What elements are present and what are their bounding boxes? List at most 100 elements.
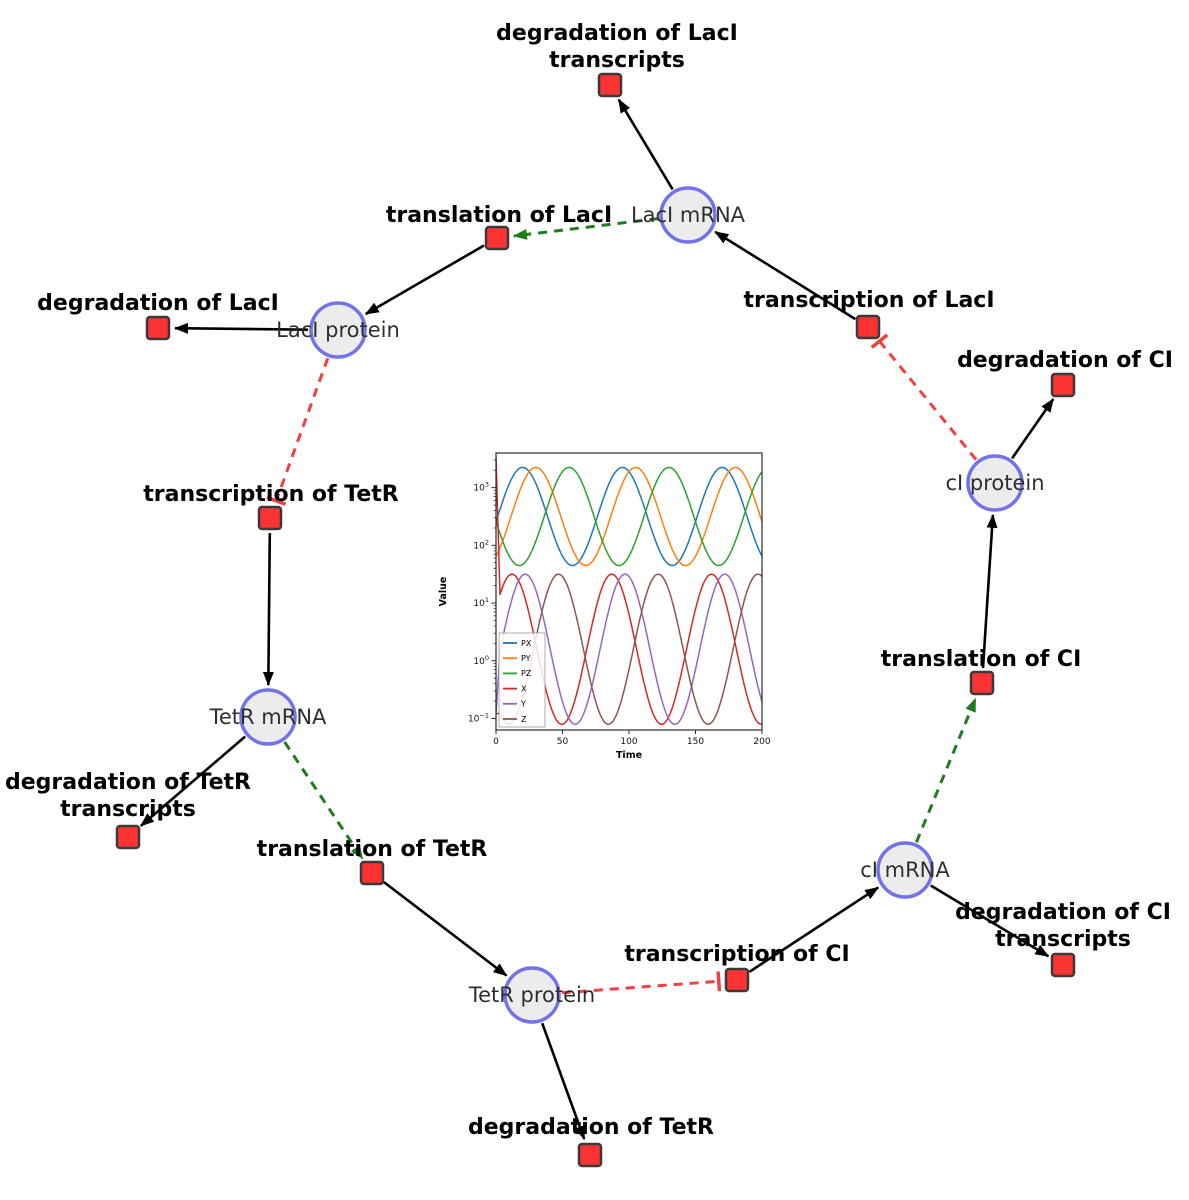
chart-series-PZ — [496, 466, 762, 567]
reaction-label-deg_cI_tx-0: degradation of CI — [955, 900, 1171, 925]
species-node-cI_mRNA[interactable]: cI mRNA — [860, 841, 950, 899]
edge-inhibition-cI_protein-txn_lacI — [870, 333, 978, 461]
edge-substrate-tetR_protein-deg_tetR — [540, 1022, 586, 1140]
edge-modifier-cI_mRNA-transl_cI — [915, 697, 977, 843]
edge-substrate-cI_mRNA-deg_cI_tx — [930, 884, 1050, 958]
reaction-square-transl_tetR[interactable] — [359, 860, 385, 886]
edge-product-transl_cI-cI_protein — [981, 513, 998, 669]
legend-label-PX: PX — [521, 639, 532, 648]
reaction-square-deg_cI_tx[interactable] — [1050, 952, 1076, 978]
reaction-square-deg_tetR[interactable] — [577, 1142, 603, 1168]
reaction-label-deg_cI_tx-1: transcripts — [995, 927, 1131, 952]
reaction-label-deg_tetR_tx-0: degradation of TetR — [5, 770, 251, 795]
reaction-node-deg_tetR[interactable]: degradation of TetR — [468, 1115, 714, 1168]
edge-modifier-tetR_mRNA-transl_tetR — [283, 741, 364, 860]
y-axis-label: Value — [438, 577, 449, 607]
reaction-square-txn_lacI[interactable] — [855, 314, 881, 340]
species-label-cI_mRNA: cI mRNA — [860, 858, 950, 882]
reaction-square-deg_tetR_tx[interactable] — [115, 824, 141, 850]
legend-label-X: X — [521, 684, 527, 693]
edge-product-transl_tetR-tetR_protein — [383, 881, 508, 977]
edge-inhibition-lacI_protein-txn_tetR — [266, 357, 330, 506]
species-node-tetR_mRNA[interactable]: TetR mRNA — [209, 688, 327, 746]
species-label-cI_protein: cI protein — [945, 471, 1044, 495]
x-tick-label: 100 — [620, 737, 637, 747]
x-tick-label: 150 — [687, 737, 704, 747]
reaction-label-txn_lacI-0: transcription of LacI — [743, 288, 994, 313]
reaction-square-transl_lacI[interactable] — [484, 225, 510, 251]
species-node-cI_protein[interactable]: cI protein — [945, 454, 1045, 512]
edge-inhibition-tetR_protein-txn_cI — [561, 971, 722, 995]
reaction-label-transl_cI-0: translation of CI — [881, 647, 1082, 672]
legend-label-PY: PY — [521, 654, 531, 663]
species-node-tetR_protein[interactable]: TetR protein — [468, 966, 595, 1024]
species-node-lacI_mRNA[interactable]: LacI mRNA — [631, 186, 746, 244]
reaction-label-deg_cI-0: degradation of CI — [957, 348, 1173, 373]
reaction-node-transl_lacI[interactable]: translation of LacI — [386, 203, 612, 251]
reaction-node-txn_tetR[interactable]: transcription of TetR — [143, 482, 399, 531]
y-tick-label: 100 — [473, 654, 489, 667]
reaction-node-transl_cI[interactable]: translation of CI — [881, 647, 1082, 696]
species-circle-cI_mRNA[interactable] — [876, 841, 934, 899]
x-tick-label: 50 — [557, 737, 569, 747]
reaction-label-transl_tetR-0: translation of TetR — [257, 837, 488, 862]
reaction-node-deg_lacI[interactable]: degradation of LacI — [37, 291, 279, 341]
species-node-lacI_protein[interactable]: LacI protein — [276, 301, 400, 359]
reaction-node-transl_tetR[interactable]: translation of TetR — [257, 837, 488, 886]
species-circle-cI_protein[interactable] — [966, 454, 1024, 512]
species-circle-tetR_mRNA[interactable] — [239, 688, 297, 746]
reaction-label-deg_lacI_tx-0: degradation of LacI — [496, 21, 738, 46]
legend-label-PZ: PZ — [521, 669, 532, 678]
species-label-tetR_protein: TetR protein — [468, 983, 595, 1007]
edge-product-transl_lacI-lacI_protein — [364, 244, 485, 316]
species-circle-lacI_protein[interactable] — [309, 301, 367, 359]
reaction-square-deg_lacI[interactable] — [145, 315, 171, 341]
chart-series-Z — [496, 573, 762, 725]
reaction-node-deg_cI[interactable]: degradation of CI — [957, 348, 1173, 398]
legend-label-Y: Y — [520, 700, 526, 709]
edge-substrate-tetR_mRNA-deg_tetR_tx — [140, 735, 247, 827]
reaction-square-deg_lacI_tx[interactable] — [597, 72, 623, 98]
reaction-node-txn_cI[interactable]: transcription of CI — [624, 942, 850, 993]
species-label-tetR_mRNA: TetR mRNA — [209, 705, 327, 729]
species-circle-tetR_protein[interactable] — [503, 966, 561, 1024]
reaction-label-deg_lacI-0: degradation of LacI — [37, 291, 279, 316]
chart-legend: PX PY PZ XYZ — [498, 632, 546, 728]
x-tick-label: 200 — [753, 737, 770, 747]
reaction-label-deg_tetR-0: degradation of TetR — [468, 1115, 714, 1140]
reaction-square-deg_cI[interactable] — [1050, 372, 1076, 398]
x-tick-label: 0 — [493, 737, 499, 747]
y-tick-label: 101 — [473, 596, 489, 609]
edge-product-txn_cI-cI_mRNA — [748, 886, 880, 973]
legend-box — [498, 632, 546, 728]
reaction-label-transl_lacI-0: translation of LacI — [386, 203, 612, 228]
reaction-label-deg_lacI_tx-1: transcripts — [549, 48, 685, 73]
species-circle-lacI_mRNA[interactable] — [659, 186, 717, 244]
reaction-square-transl_cI[interactable] — [969, 670, 995, 696]
species-label-lacI_protein: LacI protein — [276, 318, 400, 342]
edge-modifier-lacI_mRNA-transl_lacI — [512, 217, 659, 240]
legend-label-Z: Z — [521, 715, 527, 724]
edge-substrate-lacI_mRNA-deg_lacI_tx — [617, 98, 674, 190]
chart-series-Y — [496, 573, 762, 725]
y-tick-label: 10−1 — [468, 711, 489, 724]
y-tick-label: 103 — [473, 481, 489, 494]
reaction-label-txn_tetR-0: transcription of TetR — [143, 482, 399, 507]
reaction-square-txn_cI[interactable] — [724, 967, 750, 993]
chart-series-PY — [496, 466, 762, 567]
reaction-node-txn_lacI[interactable]: transcription of LacI — [743, 288, 995, 340]
edge-product-txn_tetR-tetR_mRNA — [262, 532, 274, 686]
reaction-label-deg_tetR_tx-1: transcripts — [60, 797, 196, 822]
x-axis-label: Time — [616, 750, 642, 761]
species-label-lacI_mRNA: LacI mRNA — [631, 203, 746, 227]
y-tick-label: 102 — [473, 538, 489, 551]
edge-substrate-cI_protein-deg_cI — [1011, 398, 1055, 460]
reaction-square-txn_tetR[interactable] — [257, 505, 283, 531]
